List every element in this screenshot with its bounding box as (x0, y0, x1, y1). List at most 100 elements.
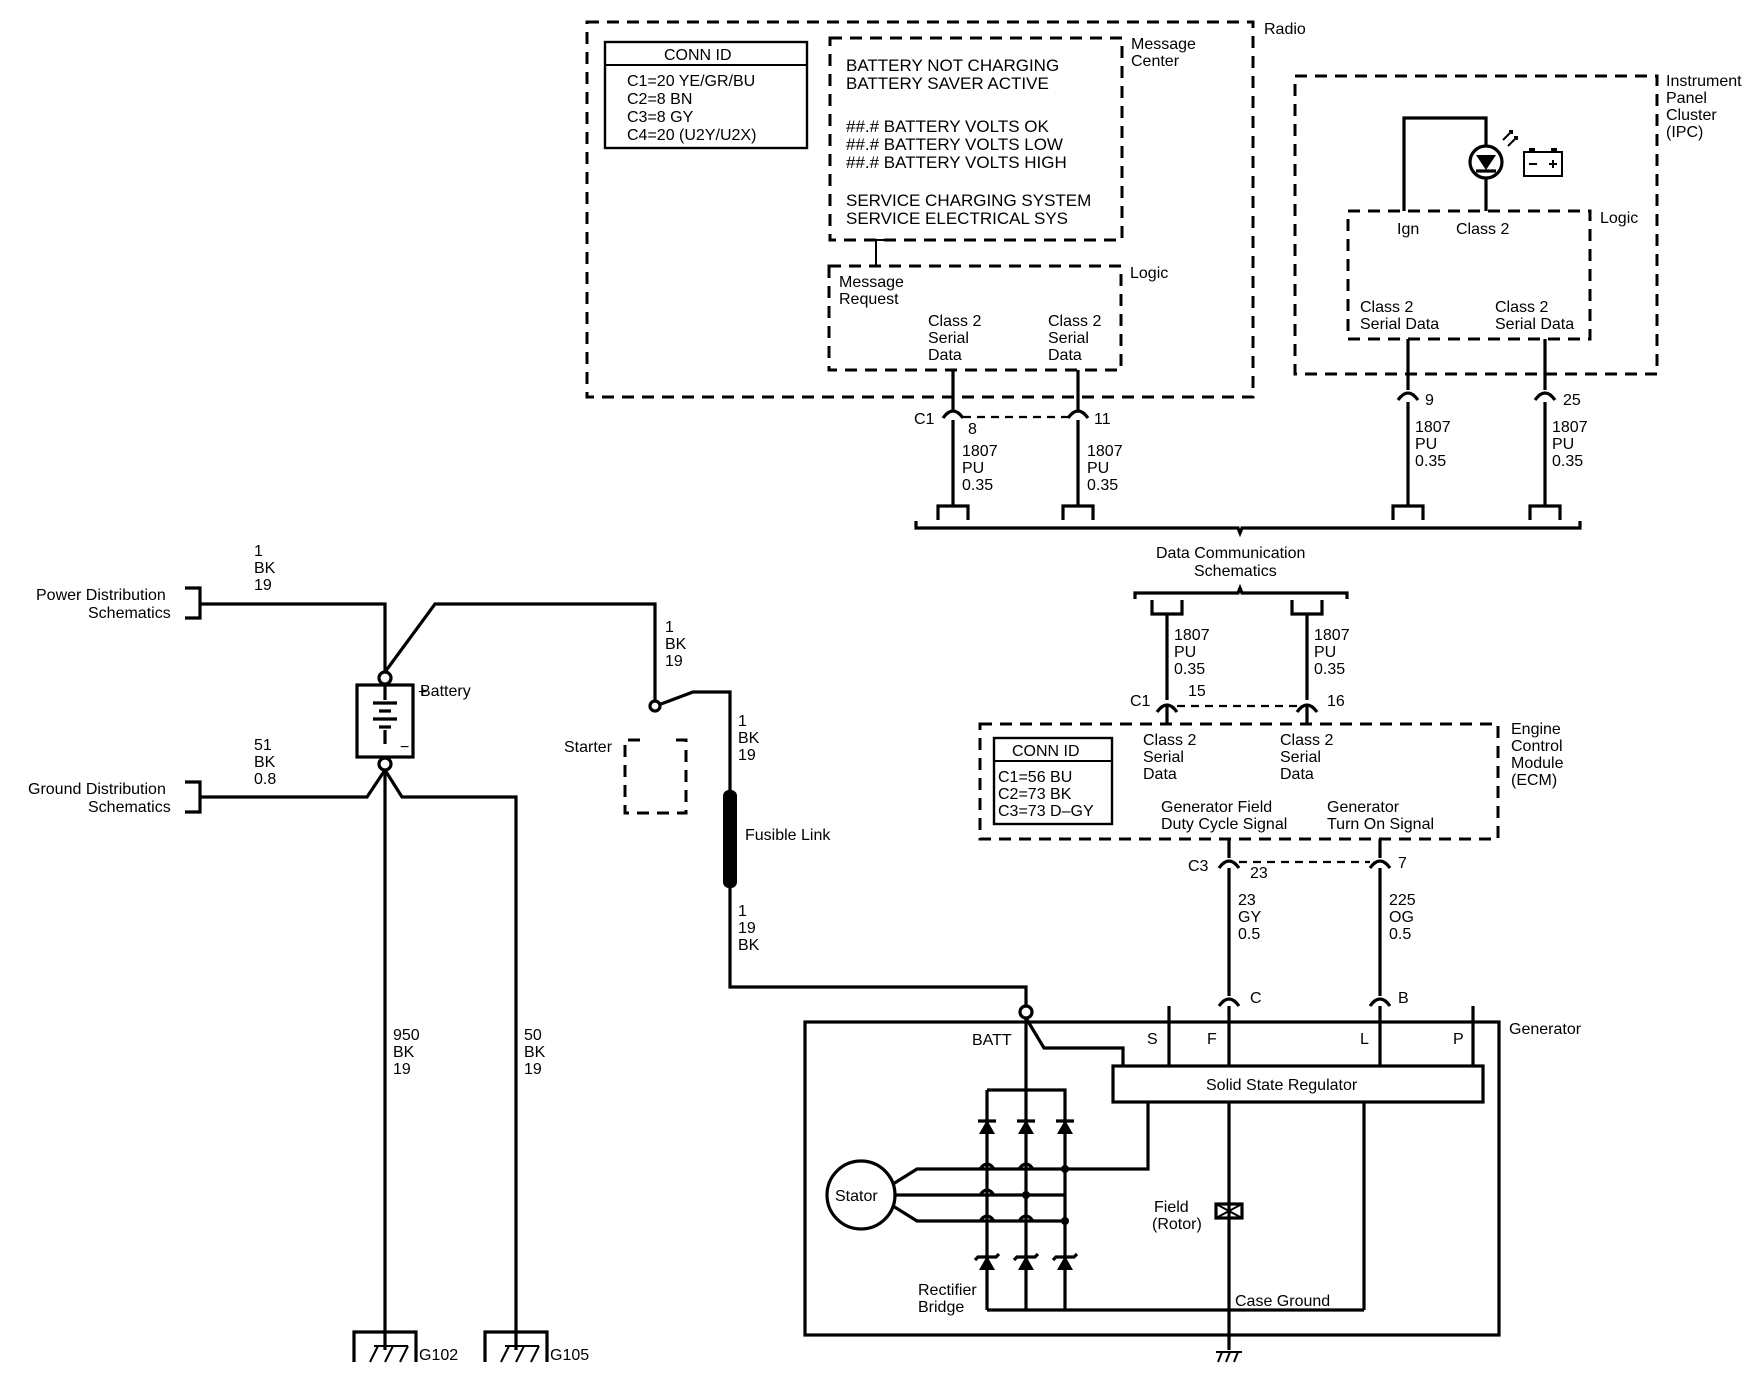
engine-control-module: Engine Control Module (ECM) CONN ID C1=5… (978, 721, 1564, 841)
ecm-class2-label: Serial (1143, 749, 1184, 766)
wire-label: 50 (524, 1027, 542, 1044)
wire-label: 1807 (1552, 419, 1588, 436)
connector-female-icon (1217, 859, 1241, 869)
wire-label: 0.35 (1174, 661, 1205, 678)
ecm-title: (ECM) (1511, 772, 1557, 789)
message-text: ##.# BATTERY VOLTS HIGH (846, 153, 1067, 172)
message-text: SERVICE ELECTRICAL SYS (846, 209, 1068, 228)
wire-label: 0.35 (1552, 453, 1583, 470)
wire-label: 0.35 (1314, 661, 1345, 678)
ecm-title: Engine (1511, 721, 1561, 738)
solid-state-regulator (1111, 1064, 1485, 1104)
wire-label: 51 (254, 737, 272, 754)
wire-label: 19 (738, 747, 756, 764)
ipc-ign-label: Ign (1397, 221, 1419, 238)
radio-class2-label: Data (1048, 347, 1082, 364)
battery: 1 BK 19 + − Battery (355, 602, 687, 772)
radio-conn-id-line: C1=20 YE/GR/BU (627, 73, 755, 90)
regulator-label: Solid State Regulator (1206, 1077, 1358, 1094)
terminal-label: S (1147, 1031, 1158, 1048)
bracket-icon (185, 586, 202, 620)
battery-label: Battery (420, 683, 471, 700)
pin-number: 15 (1188, 683, 1206, 700)
pin-number: 11 (1094, 411, 1111, 428)
connector-female-icon (1368, 997, 1392, 1007)
connector-female-icon (1155, 703, 1179, 713)
ipc-serial-label: Serial Data (1495, 316, 1574, 333)
wire-label: 1 (254, 543, 263, 560)
radio-class2-label: Data (928, 347, 962, 364)
ecm-conn-id-header: CONN ID (1012, 743, 1080, 760)
chassis-ground-icon (1216, 1351, 1242, 1363)
wire-label: 1807 (1087, 443, 1123, 460)
junction-dot (1061, 1165, 1069, 1173)
radio-title: Radio (1264, 21, 1306, 38)
ipc-logic-boundary (1346, 209, 1592, 341)
connector-pin-c: C (1250, 990, 1262, 1007)
wire-label: PU (1415, 436, 1437, 453)
wire-crossover (1017, 1162, 1035, 1170)
zener-diode-icon (979, 1256, 995, 1270)
ground-label: G102 (419, 1347, 458, 1364)
radio-conn-id-frame (603, 40, 809, 150)
wire-label: 19 (393, 1061, 411, 1078)
instrument-panel-cluster: Instrument Panel Cluster (IPC) Logic Ign… (1293, 73, 1742, 390)
message-text: SERVICE CHARGING SYSTEM (846, 191, 1091, 210)
wire-crossover (978, 1188, 996, 1196)
wire-label: 950 (393, 1027, 420, 1044)
terminal-label: F (1207, 1031, 1217, 1048)
wire-crossover (978, 1214, 996, 1222)
ipc-connectors: 9 25 (1396, 391, 1581, 409)
pin-number: 7 (1398, 855, 1407, 872)
battery-indicator-icon (1523, 148, 1563, 177)
ground-icon (483, 1330, 549, 1362)
starter-boundary (623, 738, 688, 815)
message-text: BATTERY SAVER ACTIVE (846, 74, 1049, 93)
terminal-label: L (1360, 1031, 1369, 1048)
diode-icon (979, 1120, 995, 1134)
wire-label: 0.5 (1238, 926, 1260, 943)
message-center-boundary (828, 36, 1124, 242)
battery-plus: + (418, 684, 427, 701)
field-rotor: Field (Rotor) (1152, 1102, 1244, 1350)
power-distribution: Power Distribution Schematics 1 BK 19 (36, 543, 387, 672)
wire-label: PU (1087, 460, 1109, 477)
ground-hatch-icon (500, 1345, 540, 1363)
wire-label: BK (393, 1044, 415, 1061)
ground-icon (352, 1330, 418, 1362)
power-distribution-label: Schematics (88, 605, 171, 622)
field-label: Field (1154, 1199, 1189, 1216)
wire-label: GY (1238, 909, 1261, 926)
wire-label: BK (738, 730, 760, 747)
generator-title: Generator (1509, 1021, 1582, 1038)
zener-bar (1012, 1252, 1040, 1262)
field-label: (Rotor) (1152, 1216, 1202, 1233)
radio-connector-c1: C1 8 11 (914, 409, 1111, 438)
fusible-link: Fusible Link 1 19 BK (723, 790, 1028, 1006)
radio-class2-label: Class 2 (928, 313, 981, 330)
radio-class2-label: Serial (928, 330, 969, 347)
wire-label: 1807 (962, 443, 998, 460)
batt-to-regulator (1024, 1017, 1125, 1066)
starter-feed (653, 690, 732, 790)
ecm-field-signal-label: Generator Field (1161, 799, 1272, 816)
wire-label: BK (254, 754, 276, 771)
connector-id: C3 (1188, 858, 1209, 875)
ground-hatch-icon (369, 1345, 409, 1363)
rectifier-positive-bus (987, 1088, 1067, 1123)
diode-icon (1018, 1120, 1034, 1134)
ground-g102: G102 (352, 1330, 458, 1364)
ecm-conn-id-line: C3=73 D–GY (998, 803, 1094, 820)
ipc-title: (IPC) (1666, 124, 1703, 141)
ipc-lamp-feed (1402, 116, 1488, 211)
ground-distribution-label: Ground Distribution (28, 781, 166, 798)
battery-indicator-terminal (1529, 148, 1535, 152)
ecm-conn-id-line: C2=73 BK (998, 786, 1072, 803)
wire-label: PU (1552, 436, 1574, 453)
wire-link-to-generator (728, 888, 1028, 1006)
message-request-label: Message (839, 274, 904, 291)
ground-g105: G105 (483, 1330, 589, 1364)
data-comm-brace-top (914, 521, 1582, 538)
ecm-title: Module (1511, 755, 1564, 772)
splice-terminal (1150, 600, 1184, 616)
